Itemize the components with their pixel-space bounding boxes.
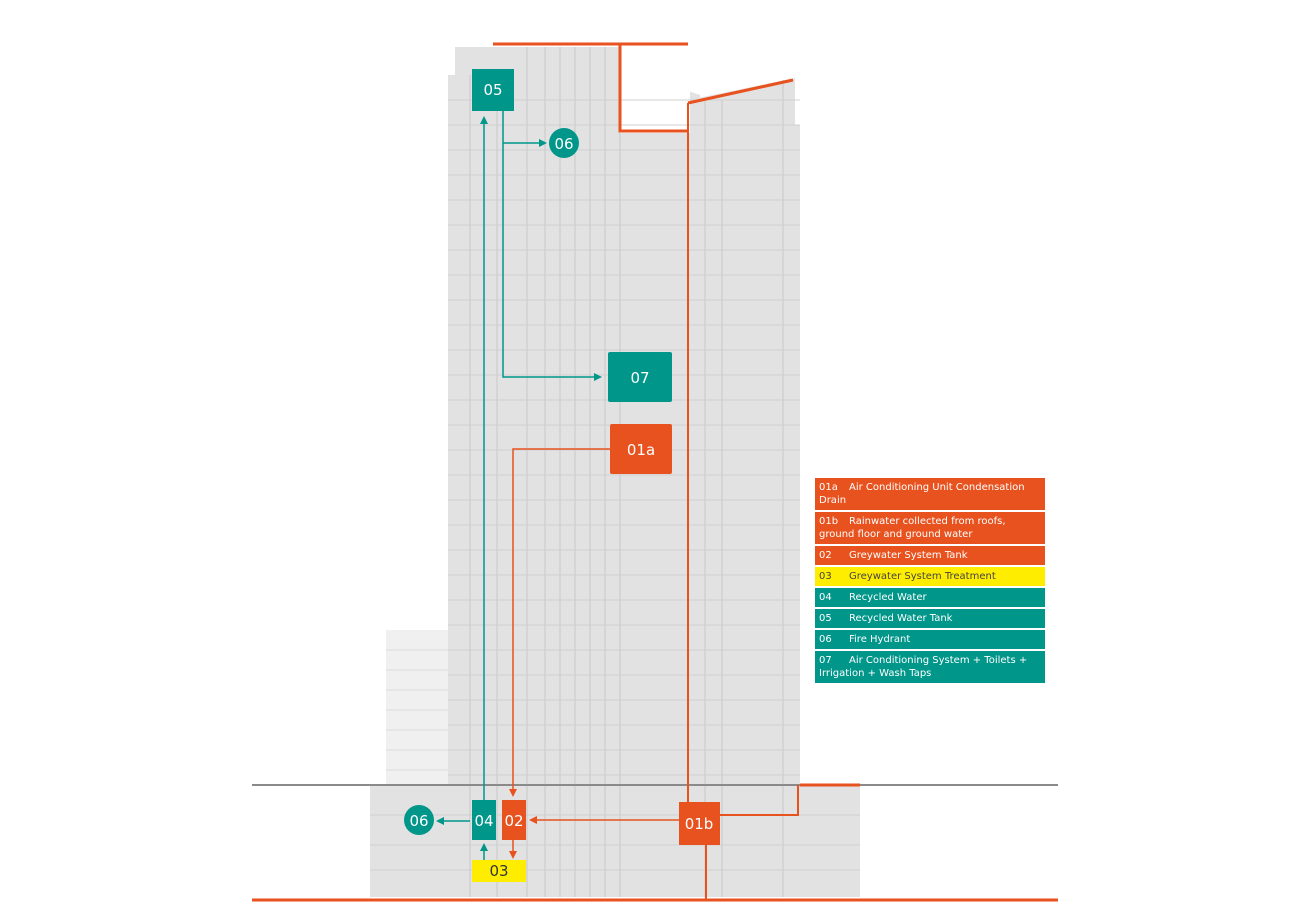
legend-code: 01a [819, 482, 838, 493]
node-01a-label: 01a [627, 441, 655, 459]
node-06-top-label: 06 [554, 135, 573, 153]
node-06-top: 06 [549, 128, 579, 158]
node-04-label: 04 [474, 812, 493, 830]
node-05: 05 [472, 69, 514, 111]
node-06-bottom-label: 06 [409, 812, 428, 830]
legend-label: Recycled Water [849, 592, 927, 603]
legend-code: 04 [819, 592, 832, 603]
flow-05-to-07 [502, 111, 602, 381]
legend-label: Greywater System Treatment [849, 571, 996, 582]
legend-item-05: 05 Recycled Water Tank [815, 609, 1045, 628]
rainwater-drop-lines [687, 103, 799, 900]
legend-code: 07 [819, 655, 832, 666]
rainwater-collection-lines [493, 42, 860, 787]
legend-label: Rainwater collected from roofs, ground f… [819, 516, 1006, 540]
legend-label: Air Conditioning Unit Condensation Drain [819, 482, 1025, 506]
flow-01a-to-02 [509, 448, 610, 797]
node-01a: 01a [610, 424, 672, 474]
node-05-label: 05 [483, 81, 502, 99]
node-06-bottom: 06 [404, 805, 434, 835]
legend-code: 02 [819, 550, 832, 561]
node-04: 04 [472, 800, 496, 840]
node-07-label: 07 [630, 369, 649, 387]
legend-label: Greywater System Tank [849, 550, 968, 561]
legend-label: Fire Hydrant [849, 634, 911, 645]
legend-code: 06 [819, 634, 832, 645]
node-02-label: 02 [504, 812, 523, 830]
node-03: 03 [472, 860, 526, 882]
legend-item-04: 04 Recycled Water [815, 588, 1045, 607]
node-07: 07 [608, 352, 672, 402]
legend-item-03: 03 Greywater System Treatment [815, 567, 1045, 586]
legend-code: 05 [819, 613, 832, 624]
legend-item-02: 02 Greywater System Tank [815, 546, 1045, 565]
node-01b: 01b [679, 802, 720, 845]
node-02: 02 [502, 800, 526, 840]
legend-label: Air Conditioning System + Toilets + Irri… [819, 655, 1028, 679]
legend-code: 03 [819, 571, 832, 582]
legend-code: 01b [819, 516, 839, 527]
legend-label: Recycled Water Tank [849, 613, 953, 624]
node-03-label: 03 [489, 862, 508, 880]
node-01b-label: 01b [685, 815, 714, 833]
legend-item-06: 06 Fire Hydrant [815, 630, 1045, 649]
building-silhouette [370, 47, 860, 897]
